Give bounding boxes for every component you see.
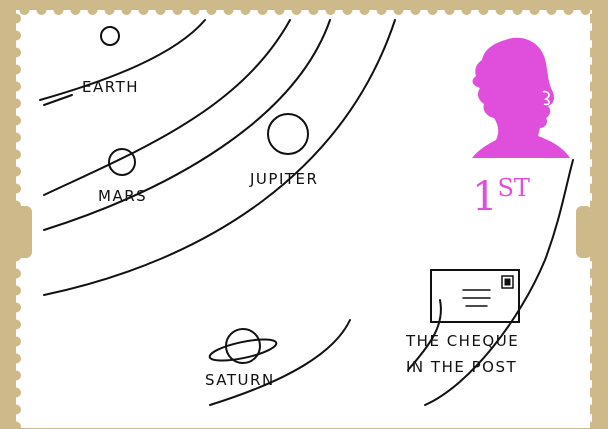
caption-line-2: IN THE POST: [406, 358, 518, 376]
stamp-denomination: 1ST: [472, 168, 530, 217]
earth-planet: [100, 26, 120, 46]
orbit-2: [43, 19, 291, 196]
envelope-icon: [430, 269, 520, 323]
jupiter-label: JUPITER: [250, 170, 319, 188]
caption-line-1: THE CHEQUE: [406, 332, 520, 350]
orbit-8: [43, 94, 73, 106]
earth-label: EARTH: [82, 78, 140, 96]
denomination-value: 1: [472, 174, 498, 220]
saturn-ring: [208, 338, 278, 362]
orbit-7: [424, 159, 574, 406]
mars-planet: [108, 148, 136, 176]
orbit-4: [43, 19, 396, 296]
orbit-6: [407, 299, 442, 371]
orbit-1: [39, 19, 206, 101]
denomination-suffix: ST: [497, 174, 530, 202]
mars-label: MARS: [98, 187, 148, 205]
jupiter-planet: [267, 113, 309, 155]
queen-silhouette-icon: [472, 37, 570, 159]
stamp-caption: THE CHEQUE IN THE POST: [406, 328, 519, 380]
orbit-5: [209, 319, 351, 406]
saturn-label: SATURN: [205, 371, 275, 389]
orbit-3: [43, 19, 331, 231]
